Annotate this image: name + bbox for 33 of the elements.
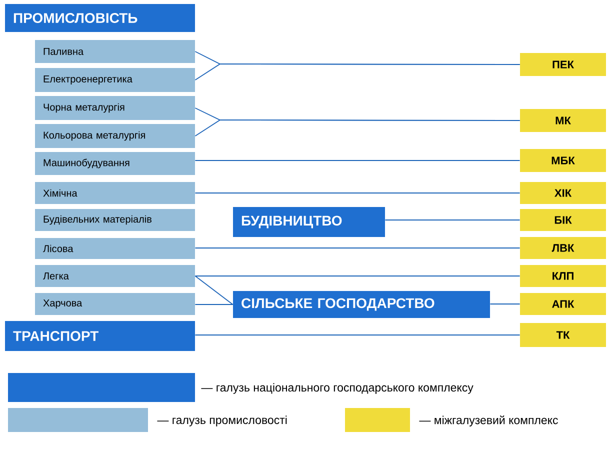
- complex-box: АПК: [520, 293, 606, 315]
- complex-box: КЛП: [520, 265, 606, 287]
- complex-box: ЛВК: [520, 237, 606, 259]
- connector-line: [194, 64, 520, 80]
- industry-box: Хімічна: [35, 182, 195, 204]
- industry-box: Чорна металургія: [35, 96, 195, 120]
- connector-line: [194, 160, 520, 161]
- sector-box: ТРАНСПОРТ: [5, 321, 195, 351]
- sector-box: СІЛЬСЬКЕ ГОСПОДАРСТВО: [233, 291, 490, 318]
- legend-text: — галузь промисловості: [157, 416, 287, 426]
- complex-box: ХІК: [520, 182, 606, 204]
- complex-box: МК: [520, 109, 606, 132]
- industry-box: Машинобудування: [35, 152, 195, 175]
- legend-text: — галузь національного господарського комплексу: [201, 383, 474, 394]
- industry-box: Харчова: [35, 293, 195, 315]
- connector-line: [194, 304, 234, 305]
- connector-line: [194, 276, 234, 305]
- connector-line: [194, 334, 520, 336]
- industry-box: Будівельних матеріалів: [35, 209, 195, 231]
- industry-box: Лісова: [35, 238, 195, 259]
- industry-box: Кольорова металургія: [35, 124, 195, 148]
- connector-line: [194, 192, 520, 194]
- connector-line: [194, 120, 520, 136]
- complex-box: БІК: [520, 209, 606, 231]
- sector-box: ПРОМИСЛОВІСТЬ: [5, 4, 195, 32]
- industry-box: Легка: [35, 265, 195, 287]
- sector-box: БУДІВНИЦТВО: [233, 207, 385, 237]
- complex-box: ПЕК: [520, 53, 606, 76]
- industry-box: Паливна: [35, 40, 195, 63]
- industry-box: Електроенергетика: [35, 68, 195, 92]
- legend-text: — міжгалузевий комплекс: [419, 416, 558, 426]
- complex-box: ТК: [520, 323, 606, 347]
- complex-box: МБК: [520, 149, 606, 172]
